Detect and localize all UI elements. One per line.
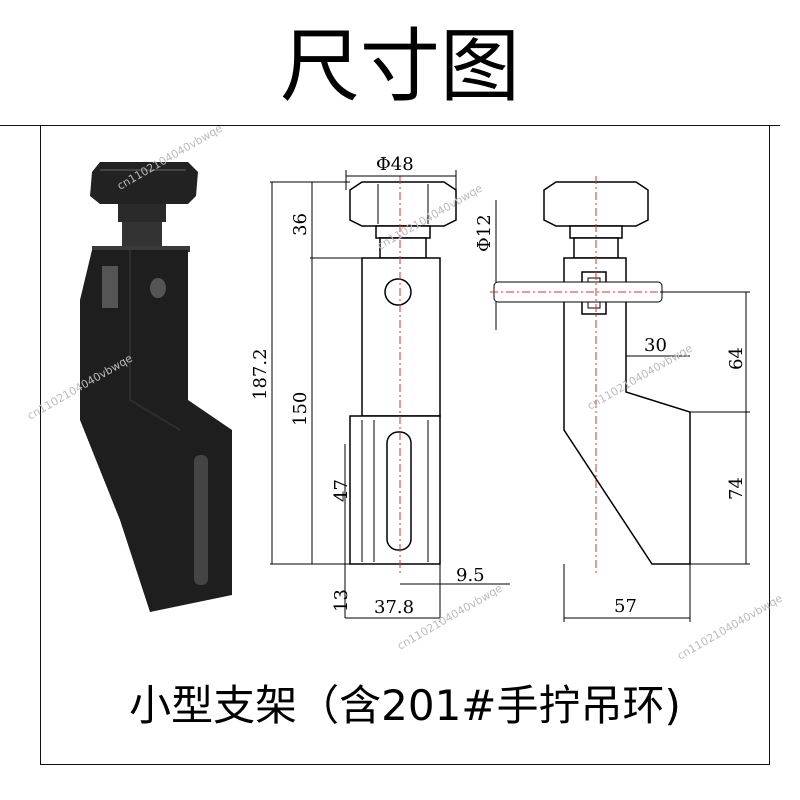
front-view — [270, 170, 510, 622]
bracket-3d-render — [80, 162, 232, 612]
caption: 小型支架（含201#手拧吊环) — [129, 681, 681, 730]
header-divider — [0, 125, 780, 126]
dim-30: 30 — [644, 335, 667, 356]
dim-47: 47 — [331, 479, 352, 502]
dim-74: 74 — [726, 477, 747, 500]
side-view — [490, 176, 750, 622]
dim-150: 150 — [290, 392, 311, 426]
watermark-text: cn1102104040vbwqe — [675, 592, 785, 663]
dim-phi48: Φ48 — [376, 154, 414, 175]
dim-phi12: Φ12 — [474, 214, 495, 252]
dim-36: 36 — [290, 213, 311, 236]
dim-64: 64 — [726, 347, 747, 370]
page-title: 尺寸图 — [280, 20, 520, 113]
dim-187-2: 187.2 — [250, 348, 271, 400]
dim-37-8: 37.8 — [374, 597, 414, 618]
dim-9-5: 9.5 — [456, 565, 485, 586]
dim-57: 57 — [614, 596, 637, 617]
drawing-frame — [40, 125, 770, 765]
dim-13: 13 — [331, 589, 352, 612]
